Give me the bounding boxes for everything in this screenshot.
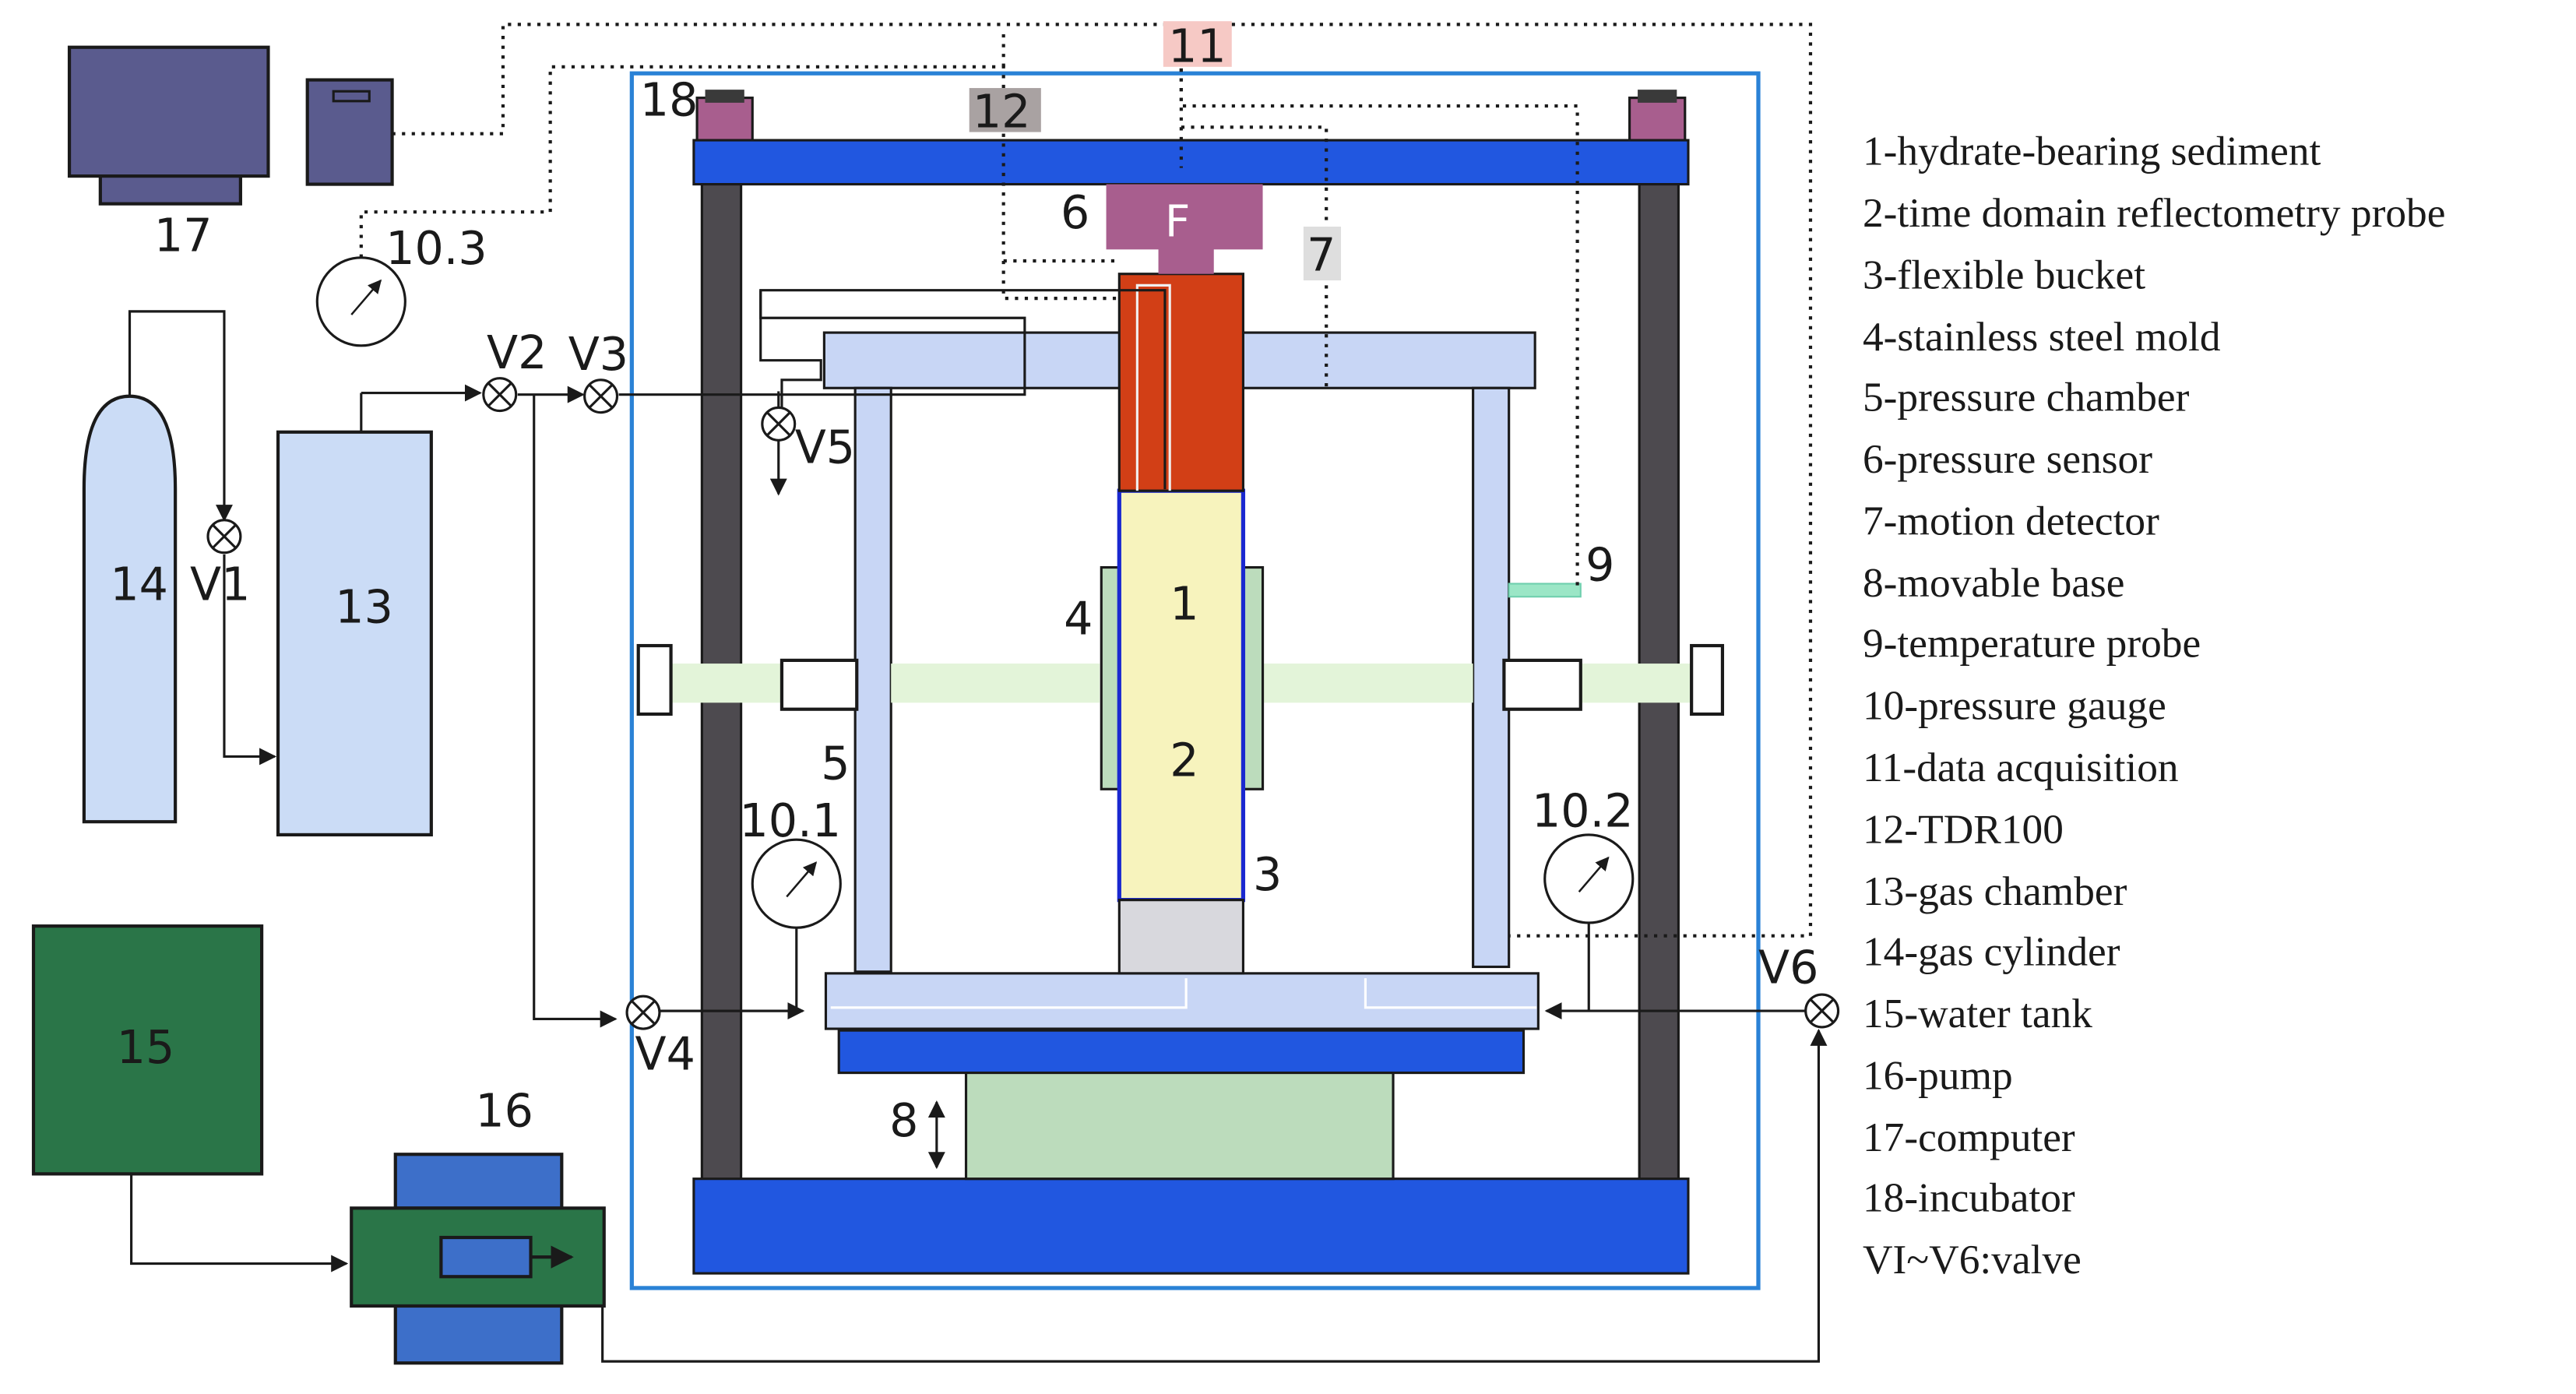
pressure-sensor: [1106, 184, 1263, 250]
label-5: 5: [821, 737, 850, 790]
label-18: 18: [640, 74, 699, 127]
window-left-end: [636, 643, 673, 716]
window-right-port: [1502, 658, 1582, 711]
window-band-right-outer: [1580, 664, 1692, 703]
left-cap-18: [695, 97, 754, 145]
label-3: 3: [1253, 848, 1282, 901]
legend-item: 17-computer: [1863, 1114, 2075, 1160]
label-10-2: 10.2: [1532, 784, 1634, 837]
legend-item: 11-data acquisition: [1863, 744, 2179, 790]
pressure-gauge-10-2: [1543, 833, 1635, 924]
right-cap-top: [1638, 90, 1677, 103]
pump-top: [393, 1153, 564, 1210]
computer-monitor: [67, 45, 270, 178]
bottom-channel-left: [830, 978, 1188, 1009]
label-7-bg: [1303, 227, 1342, 281]
window-band-right-inner: [1262, 664, 1473, 703]
label-11: 11: [1168, 20, 1226, 73]
label-15: 15: [117, 1021, 175, 1074]
label-v4: V4: [635, 1027, 695, 1080]
label-1: 1: [1170, 578, 1198, 631]
data-logger-slot: [332, 90, 371, 103]
label-8: 8: [889, 1094, 918, 1147]
legend-item: 6-pressure sensor: [1863, 435, 2152, 482]
label-v6: V6: [1758, 941, 1818, 994]
valve-v5[interactable]: [761, 406, 797, 442]
valve-v4[interactable]: [625, 994, 661, 1030]
valve-v1[interactable]: [206, 519, 242, 554]
legend: 1-hydrate-bearing sediment 2-time domain…: [1863, 127, 2445, 1283]
temperature-probe: [1508, 583, 1582, 598]
label-14: 14: [110, 558, 168, 611]
label-10-1: 10.1: [740, 794, 842, 847]
label-6: 6: [1061, 186, 1089, 239]
legend-item: 18-incubator: [1863, 1174, 2075, 1221]
legend-item: 3-flexible bucket: [1863, 252, 2145, 298]
bottom-channel-right: [1364, 978, 1537, 1009]
legend-item: 5-pressure chamber: [1863, 374, 2190, 421]
pump-piston: [439, 1235, 533, 1279]
window-band-left-inner: [891, 664, 1100, 703]
sediment-sample: [1117, 488, 1246, 903]
label-10-3: 10.3: [385, 222, 487, 275]
piston: [1117, 273, 1244, 492]
movable-base-plate: [837, 1029, 1526, 1075]
chamber-bottom: [824, 972, 1540, 1030]
valve-v3[interactable]: [583, 378, 619, 414]
valve-v6[interactable]: [1804, 993, 1840, 1029]
piston-inner-line: [1135, 283, 1171, 491]
legend-item: VI~V6:valve: [1863, 1236, 2082, 1283]
sample-pedestal: [1117, 899, 1244, 975]
window-left-port: [779, 658, 859, 711]
legend-item: 9-temperature probe: [1863, 620, 2201, 667]
label-16: 16: [475, 1085, 533, 1138]
pressure-sensor-label: F: [1165, 197, 1191, 248]
legend-item: 4-stainless steel mold: [1863, 313, 2221, 360]
legend-item: 12-TDR100: [1863, 805, 2064, 852]
gas-cylinder: [82, 394, 178, 824]
label-11-bg: [1163, 21, 1232, 67]
legend-item: 7-motion detector: [1863, 498, 2159, 544]
right-cap: [1628, 97, 1687, 145]
incubator-outline: [629, 71, 1761, 1290]
legend-item: 2-time domain reflectometry probe: [1863, 189, 2445, 236]
window-right-end: [1690, 643, 1725, 716]
label-13: 13: [335, 581, 393, 634]
movable-base-block: [964, 1066, 1395, 1181]
chamber-left-wall: [853, 386, 892, 973]
top-plate: [692, 139, 1690, 186]
computer-stand: [98, 174, 242, 206]
label-12: 12: [973, 85, 1031, 138]
label-v3: V3: [568, 328, 628, 381]
pump-bottom: [393, 1304, 564, 1365]
label-7: 7: [1307, 229, 1336, 282]
legend-item: 14-gas cylinder: [1863, 928, 2120, 974]
label-2: 2: [1170, 734, 1198, 787]
signal-wires: [359, 23, 1813, 938]
label-v2: V2: [487, 326, 547, 379]
legend-item: 16-pump: [1863, 1052, 2013, 1099]
window-band-left-outer: [670, 664, 782, 703]
label-9: 9: [1585, 538, 1614, 591]
legend-item: 10-pressure gauge: [1863, 681, 2166, 728]
pressure-gauge-10-1: [751, 838, 842, 929]
valve-v2[interactable]: [482, 377, 518, 413]
water-tank: [31, 924, 264, 1176]
bottom-base: [692, 1178, 1690, 1275]
label-12-bg: [969, 88, 1041, 132]
data-logger-box: [305, 78, 394, 186]
left-cap-top: [705, 90, 744, 103]
legend-item: 8-movable base: [1863, 559, 2124, 606]
gas-piping: [128, 289, 1828, 1363]
legend-item: 15-water tank: [1863, 990, 2092, 1037]
label-v1: V1: [190, 558, 250, 611]
label-17: 17: [154, 209, 213, 262]
label-v5: V5: [795, 421, 855, 474]
legend-item: 13-gas chamber: [1863, 868, 2127, 914]
gas-chamber: [276, 430, 433, 836]
label-4: 4: [1064, 592, 1093, 645]
legend-item: 1-hydrate-bearing sediment: [1863, 127, 2321, 174]
